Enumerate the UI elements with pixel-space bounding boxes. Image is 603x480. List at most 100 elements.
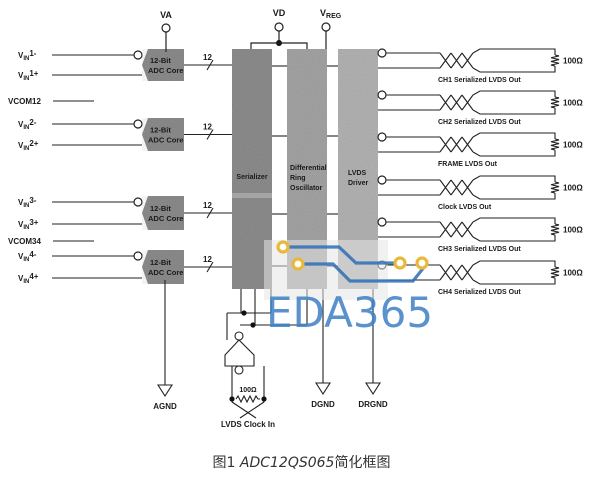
lvds-outputs: 100Ω CH1 Serialized LVDS Out 100Ω CH2 Seria… [377,48,583,296]
vd-label: VD [273,8,286,18]
output-label: Clock LVDS Out [438,204,492,211]
input-label: VIN2+ [18,139,39,152]
input-label: VIN2- [18,118,37,131]
input-pin-3-pos: VIN3+ [18,218,142,231]
vcom34-label: VCOM34 [8,237,41,246]
vreg-label: VREG [320,8,342,20]
driver-label-1: LVDS [348,170,366,177]
input-pin-1-neg: VIN1- [18,49,143,62]
input-pin-4-neg: VIN4- [18,250,143,263]
termination-label: 100Ω [563,99,583,108]
agnd-ground: AGND [153,280,177,411]
input-label: VIN1+ [18,69,39,82]
adc-core-label-1: 12-Bit [150,56,171,65]
oscillator-label-1: Differential [290,165,327,172]
bus-slash-icon [206,129,214,140]
resistor-icon [550,96,560,109]
adc-core-label-1: 12-Bit [150,126,171,135]
adc-core-label-2: ADC Core [148,66,183,75]
termination-label: 100Ω [563,226,583,235]
twisted-pair-icon [439,94,474,111]
input-pin-4-pos: VIN4+ [18,272,142,285]
oscillator-label-3: Oscillator [290,185,323,192]
agnd-label: AGND [153,402,177,411]
input-label: VIN3+ [18,218,39,231]
drgnd-label: DRGND [358,400,388,409]
adc-core-label-2: ADC Core [148,136,183,145]
caption-model: ADC12QS065 [239,455,335,471]
termination-label: 100Ω [563,184,583,193]
watermark: EDA365 [264,240,433,337]
input-label: VIN4+ [18,272,39,285]
caption-suffix: 简化框图 [334,455,391,471]
clock-termination-label: 100Ω [239,387,257,394]
input-label: VIN4- [18,250,37,263]
output-pin-icon [377,175,387,185]
va-label: VA [160,10,172,20]
figure-caption: 图1 ADC12QS065简化框图 [0,452,603,472]
twisted-pair-icon [439,221,474,238]
output-label: CH1 Serialized LVDS Out [438,77,521,84]
caption-prefix: 图1 [212,455,236,471]
driver-label-2: Driver [348,180,369,187]
lvds-output-1: 100Ω CH1 Serialized LVDS Out [377,48,583,84]
twisted-pair-icon [439,264,474,281]
input-label: VIN3- [18,196,37,209]
vd-pin: VD [250,8,308,49]
output-label: CH2 Serialized LVDS Out [438,119,521,126]
output-pin-icon [377,90,387,100]
lvds-output-2: 100Ω CH2 Serialized LVDS Out [377,90,583,126]
resistor-icon [550,266,560,279]
input-pin-2-pos: VIN2+ [18,139,142,152]
adc-core-label-2: ADC Core [148,214,183,223]
adc-core-label-2: ADC Core [148,268,183,277]
resistor-icon [550,138,560,151]
bus-slash-icon [206,261,214,273]
bus-width-label: 12 [203,255,212,264]
output-pin-icon [377,132,387,142]
resistor-icon [550,223,560,236]
resistor-icon [550,181,560,194]
termination-label: 100Ω [563,269,583,278]
drgnd-ground: DRGND [358,289,388,409]
bus-slash-icon [206,59,214,71]
lvds-output-4: 100Ω Clock LVDS Out [377,175,583,211]
bus-slash-icon [206,207,214,219]
bus-width-label: 12 [203,53,212,62]
clock-input-circuit [224,289,308,419]
oscillator-label-2: Ring [290,175,306,182]
twisted-pair-icon [439,179,474,196]
vreg-pin: VREG [320,8,342,49]
watermark-text: EDA365 [266,288,433,337]
vcom12-label: VCOM12 [8,97,41,106]
resistor-icon [550,54,560,67]
input-label: VIN1- [18,49,37,62]
twisted-pair-icon [439,52,474,69]
output-pin-icon [377,217,387,227]
lvds-output-5: 100Ω CH3 Serialized LVDS Out [377,217,583,253]
twisted-pair-icon [439,136,474,153]
serializer-label: Serializer [236,174,267,181]
adc-core-label-1: 12-Bit [150,258,171,267]
clock-input-label: LVDS Clock In [221,420,275,429]
adc-core-label-1: 12-Bit [150,204,171,213]
output-label: FRAME LVDS Out [438,161,498,168]
dgnd-ground: DGND [311,289,335,409]
input-pin-3-neg: VIN3- [18,196,143,209]
bus-width-label: 12 [203,201,212,210]
input-pin-2-neg: VIN2- [18,118,143,131]
va-pin: VA [160,10,172,52]
output-label: CH3 Serialized LVDS Out [438,246,521,253]
output-pin-icon [377,48,387,58]
termination-label: 100Ω [563,57,583,66]
bus-width-label: 12 [203,123,212,132]
analog-inputs: VIN1- VIN1+ VIN2- VIN2+ VIN3- VIN3+ VIN4- VIN4+ [18,49,143,285]
output-label: CH4 Serialized LVDS Out [438,289,521,296]
